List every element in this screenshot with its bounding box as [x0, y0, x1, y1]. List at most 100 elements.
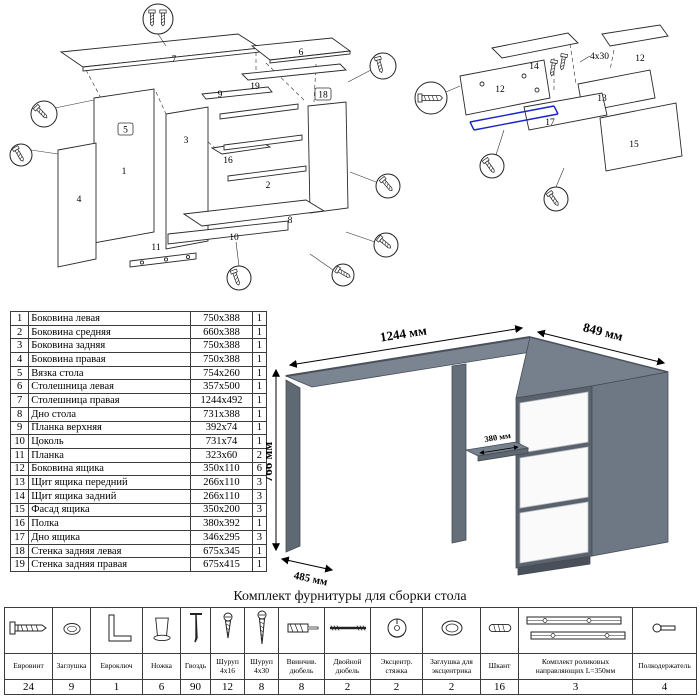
- part-name-cell: Цоколь: [28, 434, 192, 449]
- parts-table-row: 14 Щит ящика задний 266x110 3: [9, 488, 268, 504]
- hardware-name: Ввинчив. дюбель: [278, 653, 325, 680]
- part-name-cell: Боковина средняя: [28, 324, 192, 340]
- drawer-front: [519, 501, 589, 564]
- cap-icon: [62, 623, 81, 635]
- parts-table-row: 9 Планка верхняя 392x74 1: [9, 420, 268, 436]
- part-size-cell: 346x295: [190, 530, 253, 545]
- dimension-depth: 849 мм: [582, 319, 625, 343]
- parts-table-row: 8 Дно стола 731x388 1: [9, 406, 268, 422]
- part-name-cell: Планка верхняя: [28, 420, 192, 436]
- fastener-callout-circle: [543, 186, 569, 212]
- part-label: 6: [299, 48, 304, 58]
- threaded-dowel-icon: [287, 623, 318, 633]
- part-qty-cell: 1: [251, 420, 268, 436]
- part-name-cell: Вязка стола: [28, 365, 192, 381]
- rail-hole: [185, 254, 191, 260]
- part-qty-cell: 1: [251, 543, 268, 559]
- desk-body: [284, 336, 669, 576]
- part-size-cell: 754x260: [190, 365, 253, 381]
- part-size-cell: 750x388: [190, 311, 253, 326]
- hardware-table: Евровинт Заглушка Евроключ Ножка Гвоздь …: [4, 607, 697, 695]
- hardware-qty-row: 24 9 1 6 90 12 8 8 2 2 2 16 3 4: [4, 679, 697, 695]
- hardware-icon-cell: [4, 607, 53, 654]
- part-qty-cell: 3: [251, 502, 268, 518]
- part-name-cell: Боковина задняя: [28, 338, 192, 354]
- parts-table: 1 Боковина левая 750x388 1 2 Боковина ср…: [9, 311, 268, 573]
- part-size-cell: 750x388: [190, 338, 253, 354]
- euroscrew-icon: [417, 93, 444, 103]
- hardware-qty: 2: [422, 679, 481, 695]
- hardware-name: Евровинт: [4, 653, 53, 680]
- hardware-qty: 24: [4, 679, 53, 695]
- parts-table-row: 1 Боковина левая 750x388 1: [9, 311, 268, 326]
- part-number-labels: 14 12 12 13 17 15 4х30: [495, 52, 645, 150]
- part-name-cell: Дно ящика: [28, 530, 192, 545]
- part-number-cell: 6: [9, 379, 30, 395]
- part-qty-cell: 1: [251, 338, 268, 354]
- part-label: 16: [223, 156, 233, 166]
- parts-table-row: 17 Дно ящика 346x295 3: [9, 530, 268, 545]
- part-qty-cell: 6: [251, 461, 268, 477]
- cam-hole: [534, 87, 540, 93]
- part-name-cell: Столешница левая: [28, 379, 192, 395]
- parts-table-row: 6 Столешница левая 357x500 1: [9, 379, 268, 395]
- part-name-cell: Стенка задняя левая: [28, 543, 192, 559]
- rail-detail: [129, 252, 197, 268]
- side-panel-4: [57, 142, 97, 268]
- hardware-icon-cell: [210, 607, 245, 654]
- cam-hole: [521, 73, 527, 79]
- desk-render: 1244 мм 849 мм 766 мм 485 мм 380 мм: [266, 319, 669, 589]
- shelf-depth-arrow: [479, 445, 519, 455]
- part-qty-cell: 1: [251, 434, 268, 449]
- hardware-icon-cell: [370, 607, 423, 654]
- assembly-guide-lines: [553, 43, 615, 92]
- part-number-cell: 19: [9, 557, 30, 573]
- part-qty-cell: 1: [251, 516, 268, 531]
- part-label: 9: [218, 90, 223, 100]
- exploded-diagram-drawer: 14 12 12 13 17 15 4х30: [414, 24, 683, 212]
- fastener-callout-circle: [369, 52, 397, 80]
- exploded-diagram-desk: 7 6 19 9 18 5 3 16 2 4 1 10 8 11: [9, 3, 401, 291]
- part-number-cell: 12: [9, 461, 30, 477]
- hardware-qty: 3: [518, 679, 633, 695]
- hardware-name: Гвоздь: [180, 653, 211, 680]
- back-sheet-19: [241, 63, 347, 81]
- hardware-name: Шуруп 4x16: [210, 653, 245, 680]
- part-name-cell: Фасад ящика: [28, 502, 192, 518]
- part-qty-cell: 1: [251, 557, 268, 573]
- part-name-cell: Полка: [28, 516, 192, 531]
- hardware-name: Заглушка: [52, 653, 91, 680]
- part-label: 5: [123, 126, 128, 136]
- screw-size-note: 4х30: [590, 52, 609, 62]
- cam-cap-icon: [441, 620, 462, 636]
- part-size-cell: 750x388: [190, 352, 253, 367]
- part-name-cell: Столешница правая: [28, 393, 192, 408]
- part-number-cell: 17: [9, 530, 30, 545]
- part-size-cell: 731x388: [190, 406, 253, 422]
- part-label: 10: [229, 233, 239, 243]
- part-number-cell: 14: [9, 488, 30, 504]
- part-size-cell: 266x110: [190, 475, 253, 490]
- desk-parts-group: [57, 33, 352, 268]
- fastener-callout-circle: [142, 3, 174, 35]
- hardware-icon-cell: [422, 607, 481, 654]
- part-label: 8: [288, 216, 293, 226]
- part-size-cell: 380x392: [190, 516, 253, 531]
- part-size-cell: 323x60: [190, 447, 253, 463]
- hardware-icon-cell: [180, 607, 211, 654]
- hardware-name: Евроключ: [90, 653, 143, 680]
- part-qty-cell: 1: [251, 393, 268, 408]
- cabinet-plinth: [517, 556, 591, 576]
- part-number-cell: 2: [9, 324, 30, 340]
- hardware-name: Ножка: [142, 653, 181, 680]
- hardware-name: Комплект роликовых направляющих L=350мм: [518, 653, 633, 680]
- part-qty-cell: 3: [251, 475, 268, 490]
- roller-guide-highlight: [469, 105, 559, 131]
- part-name-cell: Стенка задняя правая: [28, 557, 192, 573]
- part-number-cell: 5: [9, 365, 30, 381]
- part-name-cell: Дно стола: [28, 406, 192, 422]
- drawer-front: [519, 391, 589, 454]
- left-side-panel: [285, 379, 301, 553]
- drawer-side-panel-12b: [601, 24, 669, 47]
- hardware-qty: 4: [632, 679, 697, 695]
